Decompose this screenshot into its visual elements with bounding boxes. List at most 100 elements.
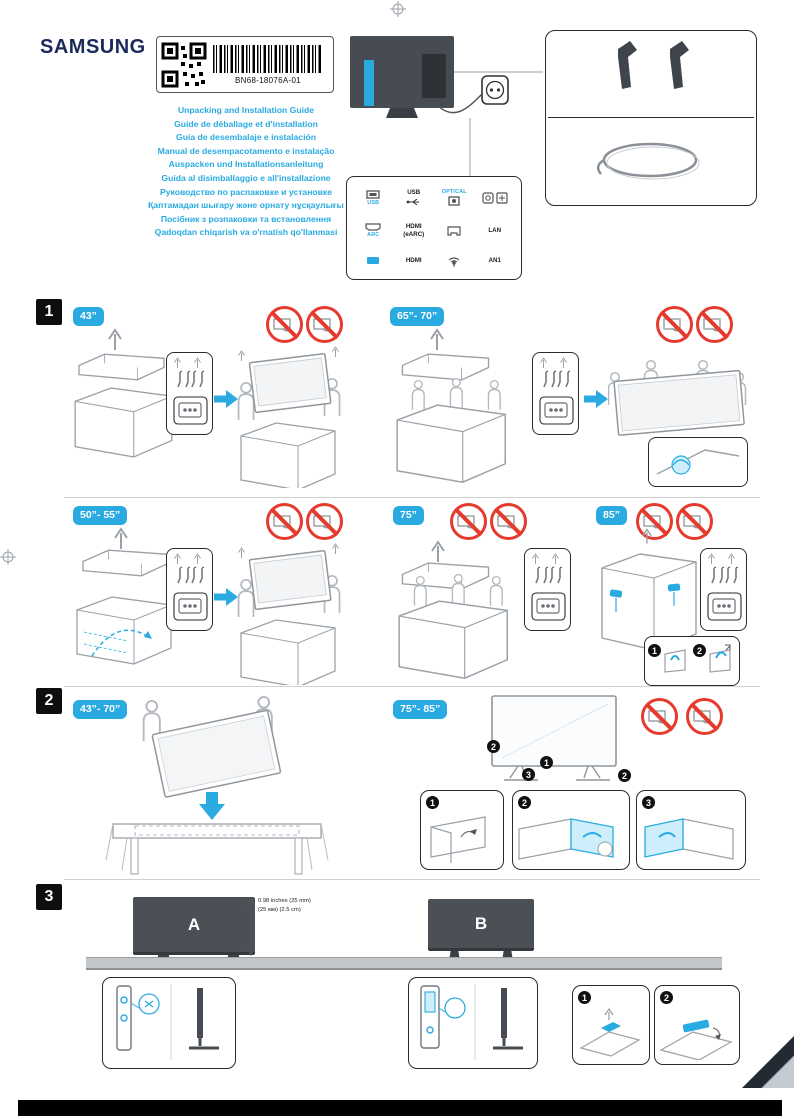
stand-step-panel-3: 3 [636,790,746,870]
strap-step-1: 1 [648,644,691,678]
stand-step-panel-2: 2 [512,790,630,870]
step-number: 2 [518,796,531,809]
next-arrow-icon [214,390,238,408]
title-line: Посібник з розпаковки та встановлення [160,213,332,224]
size-badge-85: 85” [596,506,627,525]
section-3-number: 3 [36,884,62,910]
step-number: 1 [426,796,439,809]
magnifier-icon [138,993,160,1015]
stand-step-panel-1: 1 [420,790,504,870]
size-badge-75: 75” [393,506,424,525]
tv-b-foot [449,951,460,961]
base-slide-sketch [659,1019,733,1060]
ex-link-port-icon [367,257,380,265]
prohibition-icon [656,306,693,343]
usb-trident-icon [406,198,419,206]
power-plug-icon [481,75,509,105]
tv-on-stand-front [491,695,617,781]
title-line: Guida al disimballaggio e all'installazi… [161,172,331,183]
accessory-inset-panel [700,548,747,631]
ports-row: HDMI AN1 [353,255,515,267]
section-1-number: 1 [36,299,62,325]
stand-parts-icon [173,357,208,425]
box-bottom [74,387,173,458]
up-arrow-icon [114,528,128,549]
foam-cushion [78,353,165,381]
barcode [213,44,323,73]
section-2-number: 2 [36,688,62,714]
corner-grip-illustration [656,449,740,475]
up-arrow-icon [431,541,445,562]
prohibition-icon [636,503,673,540]
size-badge-65-70: 65”- 70” [390,307,445,326]
part-number: BN68-18076A-01 [234,75,302,85]
hdmi-label: HDMI [405,257,422,265]
accessory-inset-panel [166,548,213,631]
foam-cushion [401,353,490,381]
step-marker: 2 [618,769,631,782]
ports-row: USB USB OPTICAL [353,189,515,206]
up-arrow-icon [430,329,444,350]
table-surface [86,957,722,970]
prohibition-icon [266,306,303,343]
size-badge-43: 43” [73,307,104,326]
title-line: Guide de déballage et d'installation [174,118,318,129]
place-tv-on-table [105,695,329,875]
stand-parts-icon [539,357,574,425]
base-step-panel-1: 1 [572,985,650,1065]
usb-port-icon [366,190,380,199]
prohibition-icon [306,306,343,343]
stand-legs-icon [618,41,689,89]
step-number: 1 [648,644,661,657]
strap-steps-panel: 1 2 [644,636,740,686]
tv-b-label: B [474,913,488,933]
prohibition-icon [490,503,527,540]
registration-mark-icon [390,1,406,17]
cardboard-step-sketch [430,816,486,863]
tv-b-foot [502,951,513,961]
an1-label: AN1 [488,257,501,265]
lift-tv-two-people [237,543,341,685]
title-line: Qadoqdan chiqarish va o'rnatish qo'llanm… [154,227,338,238]
optical-label: OPTICAL [441,189,467,196]
lan-port-icon [447,225,461,236]
title-list: Unpacking and Installation Guide Guide d… [146,104,346,240]
title-line: Manual de desempacotamento e instalação [157,145,335,156]
title-line: Қаптамадан шығару және орнату нұсқаулығы [148,200,344,211]
antenna-icon [448,257,460,267]
size-badge-43-70: 43”- 70” [73,700,128,719]
tv-a: A [133,897,255,955]
cardboard-flap-sketch [518,818,614,860]
registration-mark-icon [0,549,16,565]
prohibition-icon [306,503,343,540]
magnifier-icon [444,997,466,1019]
strap-pull-sketch [709,644,731,673]
accessory-inset-panel [166,352,213,435]
step-marker: 3 [522,768,535,781]
footer-bar [18,1100,782,1116]
page-fold-icon [742,1036,795,1089]
strap-sketch [664,649,686,673]
tall-box-lift [601,528,697,651]
box-three-people [396,378,506,483]
step-number: 2 [693,644,706,657]
step-marker: 1 [540,756,553,769]
prohibition-icon [266,503,303,540]
arc-label: ARC [367,232,380,238]
measure-line-1: 0.98 inches (25 mm) [258,898,311,904]
prohibition-icon [450,503,487,540]
stand-parts-icon [707,553,742,621]
hdmi-earc-label: HDMI [405,222,422,230]
accessory-inset-panel [532,352,579,435]
hdmi-port-icon [365,223,381,231]
measure-line-2: (25 мм) (2.5 cm) [258,906,301,913]
stand-parts-icon [173,553,208,621]
corner-grip-panel [648,437,748,487]
cardboard-side-sketch [644,818,734,860]
stand-a-detail [116,984,219,1060]
accessories-box [545,30,757,206]
stand-parts-icon [531,553,566,621]
step-number: 1 [578,991,591,1004]
measure-note: 0.98 inches (25 mm) (25 мм) (2.5 cm) [258,897,311,914]
